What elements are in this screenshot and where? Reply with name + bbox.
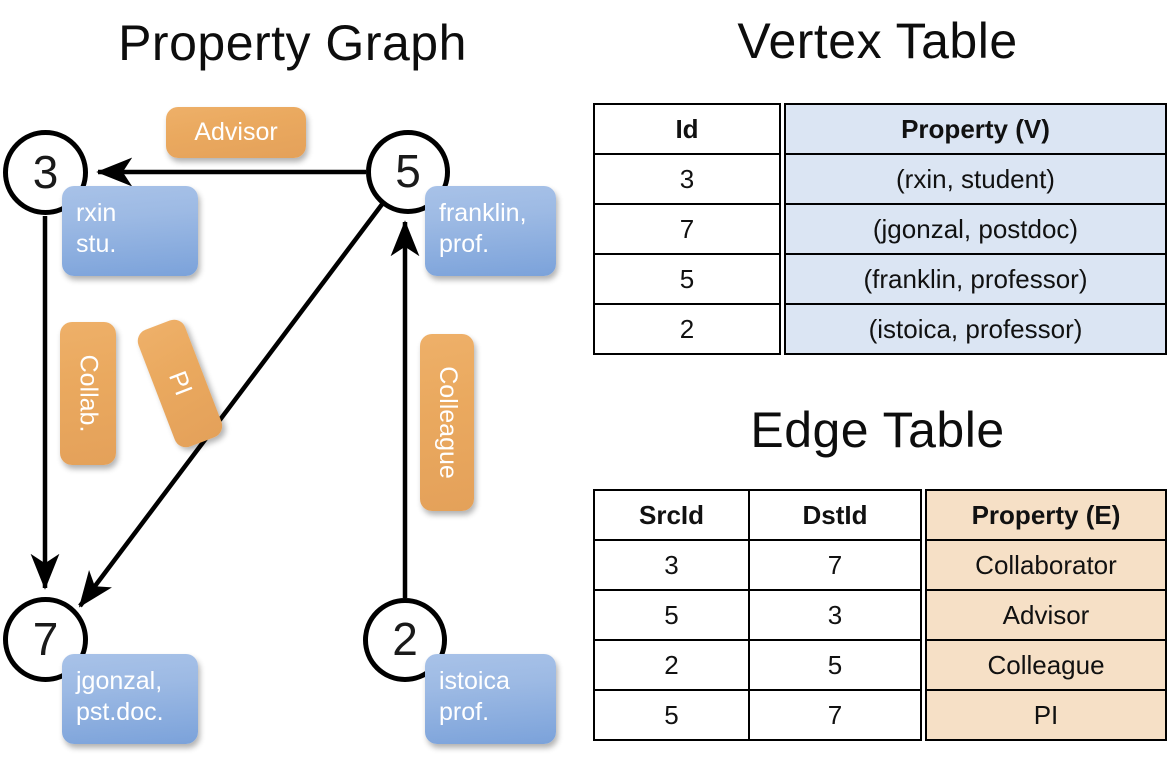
edge-row-2-src: 2 bbox=[593, 639, 750, 691]
column-gap bbox=[921, 540, 926, 590]
vertex-property-7-line2: pst.doc. bbox=[76, 698, 164, 727]
edge-row-3-dst: 7 bbox=[748, 689, 922, 741]
edge-row-0-dst: 7 bbox=[748, 539, 922, 591]
vertex-property-3-line2: stu. bbox=[76, 230, 117, 259]
graph-node-7[interactable]: 7 bbox=[3, 597, 88, 682]
edge-row-1-dst: 3 bbox=[748, 589, 922, 641]
table-header-row: Id Property (V) bbox=[593, 103, 1167, 155]
edge-row-0-property: Collaborator bbox=[925, 539, 1167, 591]
graph-node-7-label: 7 bbox=[32, 612, 59, 665]
vertex-row-2-property: (franklin, professor) bbox=[784, 253, 1167, 305]
vertex-property-box-2: istoica prof. bbox=[425, 654, 556, 744]
edge-row-0-src: 3 bbox=[593, 539, 750, 591]
vertex-row-0-id: 3 bbox=[593, 153, 781, 205]
column-gap bbox=[780, 254, 785, 304]
edge-row-2-dst: 5 bbox=[748, 639, 922, 691]
table-header-row: SrcId DstId Property (E) bbox=[593, 489, 1167, 541]
vertex-property-3-line1: rxin bbox=[76, 199, 117, 227]
vertex-row-3-id: 2 bbox=[593, 303, 781, 355]
graph-node-2-label: 2 bbox=[392, 613, 418, 665]
edge-label-advisor-text: Advisor bbox=[194, 118, 278, 146]
graph-node-2[interactable]: 2 bbox=[363, 598, 447, 682]
column-gap bbox=[921, 640, 926, 690]
edge-row-2-property: Colleague bbox=[925, 639, 1167, 691]
table-row: 7 (jgonzal, postdoc) bbox=[593, 203, 1167, 255]
vertex-table-header-id: Id bbox=[593, 103, 781, 155]
column-gap bbox=[921, 590, 926, 640]
edge-row-1-property: Advisor bbox=[925, 589, 1167, 641]
vertex-property-2-line2: prof. bbox=[439, 698, 490, 727]
edge-row-3-property: PI bbox=[925, 689, 1167, 741]
edge-5-to-7 bbox=[78, 201, 385, 608]
column-gap bbox=[780, 104, 785, 154]
edge-label-collab-text: Collab. bbox=[74, 354, 103, 433]
edge-table: SrcId DstId Property (E) 3 7 Collaborato… bbox=[593, 489, 1167, 741]
page-title-vertex-table: Vertex Table bbox=[737, 13, 1018, 69]
table-row: 5 3 Advisor bbox=[593, 589, 1167, 641]
table-row: 3 7 Collaborator bbox=[593, 539, 1167, 591]
table-row: 2 (istoica, professor) bbox=[593, 303, 1167, 355]
vertex-property-box-3: rxin stu. bbox=[62, 186, 198, 276]
edge-label-box-colleague: Colleague bbox=[420, 334, 474, 511]
table-row: 5 (franklin, professor) bbox=[593, 253, 1167, 305]
table-row: 2 5 Colleague bbox=[593, 639, 1167, 691]
page-title-property-graph: Property Graph bbox=[118, 15, 467, 71]
graph-edges-svg bbox=[30, 157, 420, 608]
property-graph-diagram: 3 5 7 2 rxin stu. franklin, prof. jgonza… bbox=[3, 107, 556, 744]
vertex-row-1-id: 7 bbox=[593, 203, 781, 255]
page-title-edge-table: Edge Table bbox=[750, 402, 1005, 458]
column-gap bbox=[780, 304, 785, 354]
edge-label-colleague-text: Colleague bbox=[433, 366, 462, 479]
edge-label-pi-text: PI bbox=[163, 367, 198, 400]
edge-table-header-property: Property (E) bbox=[925, 489, 1167, 541]
edge-label-box-collab: Collab. bbox=[60, 322, 116, 465]
vertex-row-0-property: (rxin, student) bbox=[784, 153, 1167, 205]
vertex-property-5-line1: franklin, bbox=[439, 199, 527, 227]
column-gap bbox=[780, 154, 785, 204]
column-gap bbox=[921, 690, 926, 740]
edge-row-3-src: 5 bbox=[593, 689, 750, 741]
table-row: 3 (rxin, student) bbox=[593, 153, 1167, 205]
edge-table-header-dstid: DstId bbox=[748, 489, 922, 541]
vertex-property-box-5: franklin, prof. bbox=[425, 186, 556, 276]
vertex-property-box-7: jgonzal, pst.doc. bbox=[62, 654, 198, 744]
vertex-row-1-property: (jgonzal, postdoc) bbox=[784, 203, 1167, 255]
graph-node-3[interactable]: 3 bbox=[3, 130, 88, 215]
vertex-property-5-line2: prof. bbox=[439, 230, 490, 259]
vertex-table: Id Property (V) 3 (rxin, student) 7 (jgo… bbox=[593, 103, 1167, 355]
vertex-property-7-line1: jgonzal, bbox=[76, 667, 163, 695]
edge-label-box-advisor: Advisor bbox=[166, 107, 306, 158]
vertex-row-3-property: (istoica, professor) bbox=[784, 303, 1167, 355]
column-gap bbox=[921, 490, 926, 540]
vertex-row-2-id: 5 bbox=[593, 253, 781, 305]
table-row: 5 7 PI bbox=[593, 689, 1167, 741]
column-gap bbox=[780, 204, 785, 254]
edge-row-1-src: 5 bbox=[593, 589, 750, 641]
vertex-property-2-line1: istoica bbox=[439, 667, 510, 695]
edge-table-header-srcid: SrcId bbox=[593, 489, 750, 541]
vertex-table-header-property: Property (V) bbox=[784, 103, 1167, 155]
graph-node-5-label: 5 bbox=[395, 145, 421, 197]
graph-node-3-label: 3 bbox=[32, 145, 59, 198]
graph-node-5[interactable]: 5 bbox=[366, 130, 450, 214]
